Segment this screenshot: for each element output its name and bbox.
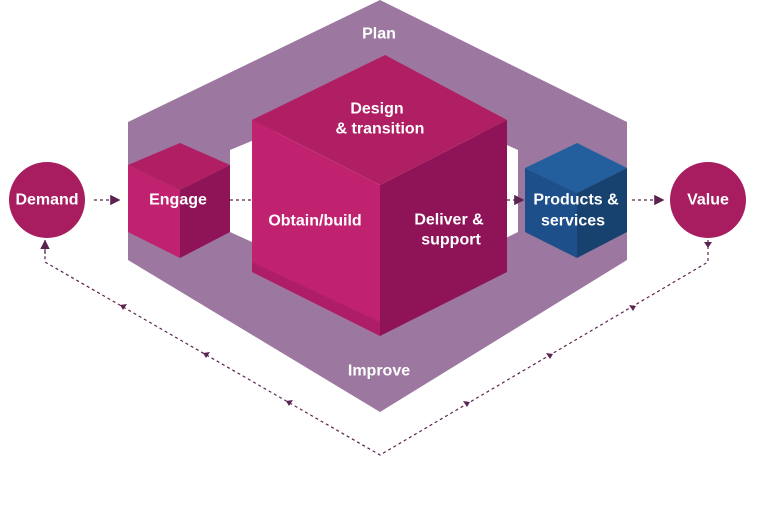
plan-improve-frame	[128, 0, 627, 412]
feedback-arrowheads	[120, 242, 712, 407]
products-services-cube	[525, 143, 627, 258]
obtain-build-label: Obtain/build	[268, 212, 362, 230]
engage-label: Engage	[149, 191, 207, 209]
demand-label: Demand	[15, 191, 79, 209]
plan-label: Plan	[362, 25, 396, 43]
value-circle	[670, 162, 746, 238]
improve-label: Improve	[347, 362, 411, 380]
demand-circle	[9, 162, 85, 238]
value-label: Value	[687, 191, 729, 209]
deliver-support-label-line1: Deliver &	[414, 211, 484, 229]
engage-cube	[128, 143, 230, 258]
products-services-label-line2: services	[540, 212, 606, 230]
products-services-label-line1: Products &	[533, 191, 619, 209]
deliver-support-label-line2: support	[421, 231, 481, 249]
central-cube	[252, 55, 507, 336]
design-transition-label-line2: & transition	[335, 120, 425, 138]
feedback-loop	[44, 240, 709, 456]
design-transition-label-line1: Design	[350, 100, 404, 118]
